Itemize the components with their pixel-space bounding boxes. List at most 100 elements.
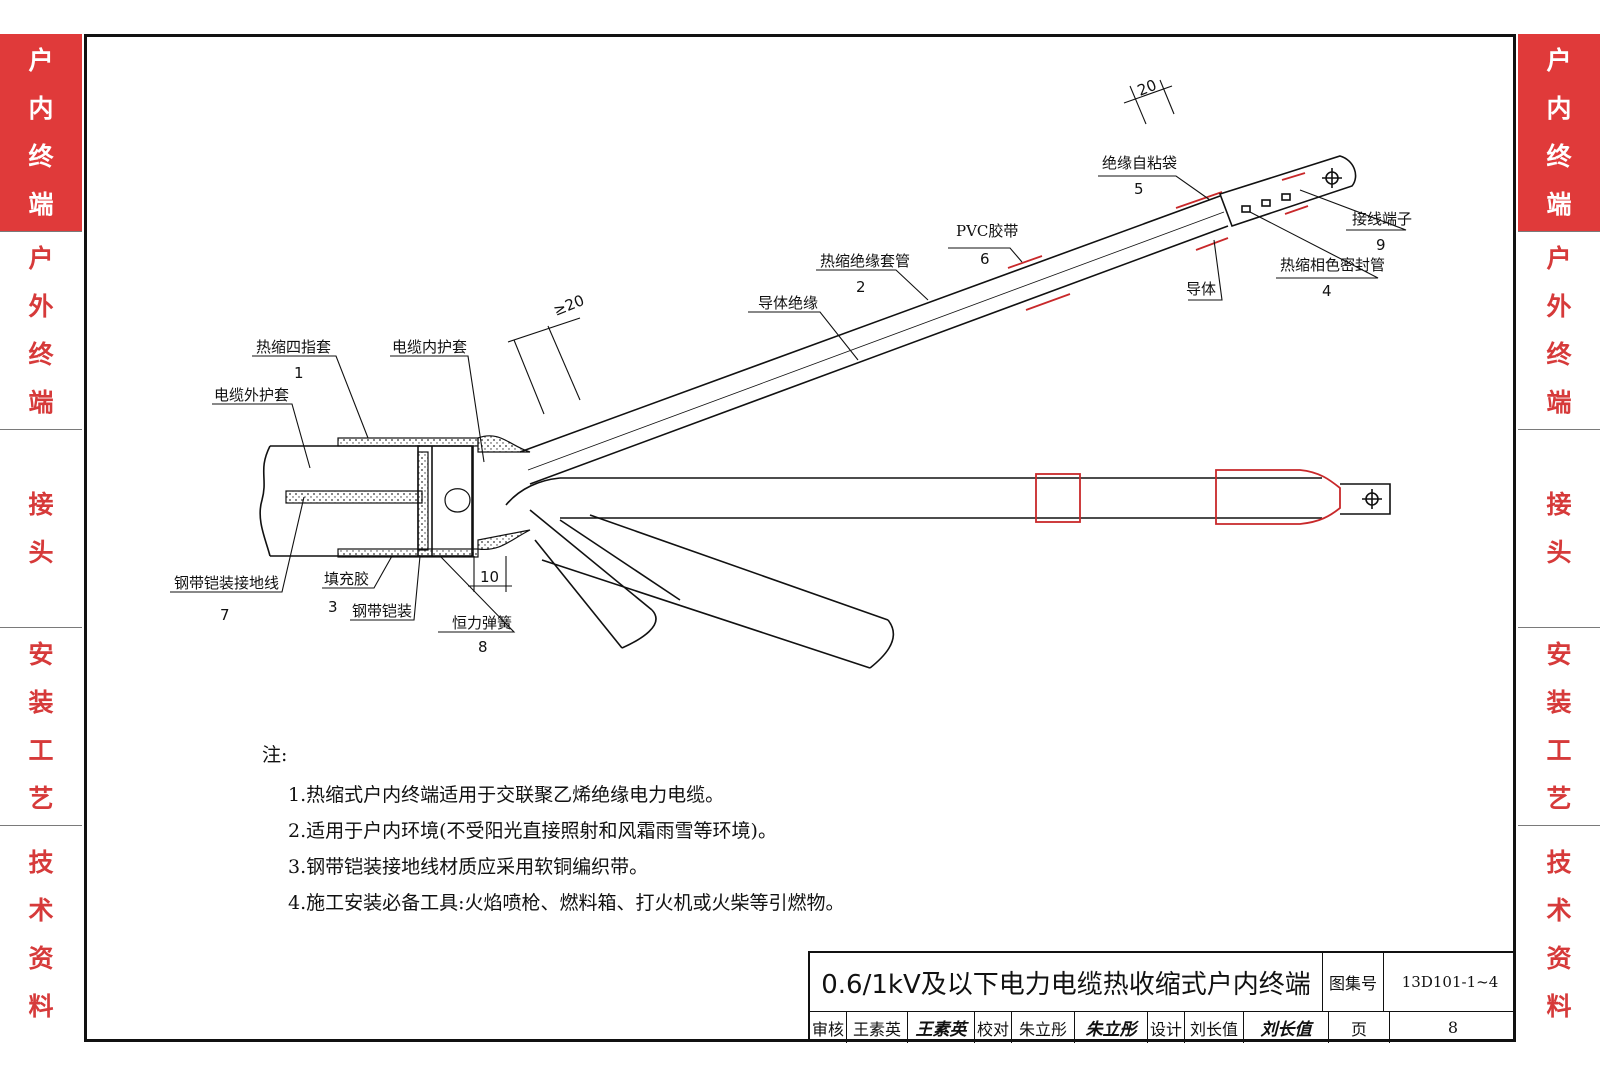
phase-color-tubes (1007, 172, 1341, 525)
reviewer-name: 王素英 (847, 1012, 908, 1043)
note-item: 1.热缩式户内终端适用于交联聚乙烯绝缘电力电缆。 (288, 784, 725, 806)
dim-middle: ≥20 (551, 291, 587, 320)
label-sealing-tube: 热缩相色密封管 (1280, 256, 1385, 274)
label-filler: 填充胶 (324, 570, 369, 588)
tab-char: 接 (1546, 489, 1572, 519)
tab-char: 端 (1546, 387, 1572, 417)
tab-indoor-termination[interactable]: 户内终端 (0, 34, 82, 232)
right-side-tabs: 户内终端 户外终端 接头 安装工艺 技术资料 (1518, 34, 1600, 1044)
tab-technical-data[interactable]: 技术资料 (1518, 826, 1600, 1044)
tab-char: 资 (1546, 944, 1572, 973)
tab-char: 术 (28, 896, 54, 925)
label-armor-ground-wire: 钢带铠装接地线 (174, 574, 279, 592)
tab-label: 安装工艺 (1546, 631, 1571, 823)
tab-char: 外 (1546, 291, 1572, 321)
dim-bottom: 10 (480, 568, 499, 586)
drawing-title: 0.6/1kV及以下电力电缆热收缩式户内终端 (810, 953, 1323, 1011)
tab-char: 资 (28, 944, 54, 973)
note-item: 4.施工安装必备工具:火焰喷枪、燃料箱、打火机或火柴等引燃物。 (288, 892, 845, 914)
tab-char: 端 (28, 189, 54, 219)
designer-signature: 刘长值 (1244, 1012, 1329, 1043)
tab-label: 技术资料 (28, 839, 53, 1031)
tab-char: 装 (1546, 687, 1572, 717)
tab-joint[interactable]: 接头 (0, 430, 82, 628)
tab-label: 接头 (28, 481, 53, 577)
tab-label: 户内终端 (1546, 37, 1571, 229)
title-block: 0.6/1kV及以下电力电缆热收缩式户内终端 图集号 13D101-1~4 审核… (808, 951, 1516, 1043)
tab-char: 终 (1546, 339, 1572, 369)
armor-ground-wire (285, 490, 423, 504)
tab-char: 端 (1546, 189, 1572, 219)
tab-char: 头 (1546, 537, 1572, 567)
tab-char: 艺 (1546, 783, 1572, 813)
number-9: 9 (1376, 236, 1386, 254)
checker-name: 朱立彤 (1012, 1012, 1075, 1043)
tab-char: 安 (1546, 639, 1572, 669)
tab-char: 户 (1546, 45, 1572, 75)
atlas-number-label: 图集号 (1323, 953, 1384, 1011)
label-pvc-tape: PVC胶带 (956, 222, 1018, 240)
number-7: 7 (220, 606, 230, 624)
number-2: 2 (856, 278, 866, 296)
tab-char: 内 (28, 93, 54, 123)
tab-char: 终 (28, 141, 54, 171)
tab-label: 接头 (1546, 481, 1571, 577)
number-6: 6 (980, 250, 990, 268)
tab-joint[interactable]: 接头 (1518, 430, 1600, 628)
tab-outdoor-termination[interactable]: 户外终端 (0, 232, 82, 430)
review-label: 审核 (810, 1012, 847, 1043)
tab-char: 户 (1546, 243, 1572, 273)
drawing-frame (84, 34, 1516, 1042)
tab-char: 安 (28, 639, 54, 669)
label-four-finger-sleeve: 热缩四指套 (256, 338, 331, 356)
number-8: 8 (478, 638, 488, 656)
checker-signature: 朱立彤 (1075, 1012, 1148, 1043)
label-steel-armor: 钢带铠装 (352, 602, 412, 620)
tab-char: 技 (28, 848, 54, 877)
reviewer-signature: 王素英 (908, 1012, 975, 1043)
label-inner-sheath: 电缆内护套 (392, 338, 467, 356)
tab-char: 端 (28, 387, 54, 417)
tab-char: 外 (28, 291, 54, 321)
callout-labels: 热缩四指套 1 电缆外护套 电缆内护套 钢带铠装接地线 7 填充胶 3 钢带铠装… (174, 76, 1412, 656)
tab-installation-process[interactable]: 安装工艺 (1518, 628, 1600, 826)
tab-char: 艺 (28, 783, 54, 813)
note-item: 2.适用于户内环境(不受阳光直接照射和风霜雨雪等环境)。 (288, 820, 777, 842)
tab-char: 头 (28, 537, 54, 567)
number-1: 1 (294, 364, 304, 382)
tab-installation-process[interactable]: 安装工艺 (0, 628, 82, 826)
number-3: 3 (328, 598, 338, 616)
label-self-adhesive: 绝缘自粘袋 (1102, 154, 1177, 172)
note-item: 3.钢带铠装接地线材质应采用软铜编织带。 (288, 856, 649, 878)
cable-cores (505, 195, 1322, 669)
label-insulation-tube: 热缩绝缘套管 (820, 252, 910, 270)
tab-char: 工 (1546, 735, 1572, 765)
label-outer-sheath: 电缆外护套 (214, 386, 289, 404)
tab-char: 接 (28, 489, 54, 519)
dim-top: 20 (1135, 76, 1159, 100)
check-label: 校对 (975, 1012, 1012, 1043)
dimension-lines (468, 79, 1175, 592)
tab-char: 装 (28, 687, 54, 717)
terminal-lugs (1218, 155, 1391, 515)
tab-char: 户 (28, 45, 54, 75)
tab-indoor-termination[interactable]: 户内终端 (1518, 34, 1600, 232)
label-conductor-insulation: 导体绝缘 (758, 294, 818, 312)
tab-label: 安装工艺 (28, 631, 53, 823)
tab-label: 户内终端 (28, 37, 53, 229)
tab-char: 技 (1546, 848, 1572, 877)
label-conductor: 导体 (1186, 280, 1216, 298)
tab-outdoor-termination[interactable]: 户外终端 (1518, 232, 1600, 430)
tab-label: 户外终端 (28, 235, 53, 427)
tab-char: 料 (1546, 992, 1572, 1021)
tab-technical-data[interactable]: 技术资料 (0, 826, 82, 1044)
label-terminal: 接线端子 (1352, 210, 1412, 228)
tab-label: 户外终端 (1546, 235, 1571, 427)
page-number: 8 (1447, 1018, 1459, 1037)
leader-lines (170, 175, 1407, 633)
number-5: 5 (1134, 180, 1144, 198)
tab-char: 内 (1546, 93, 1572, 123)
designer-name: 刘长值 (1185, 1012, 1244, 1043)
notes: 注: 1.热缩式户内终端适用于交联聚乙烯绝缘电力电缆。 2.适用于户内环境(不受… (262, 740, 845, 921)
